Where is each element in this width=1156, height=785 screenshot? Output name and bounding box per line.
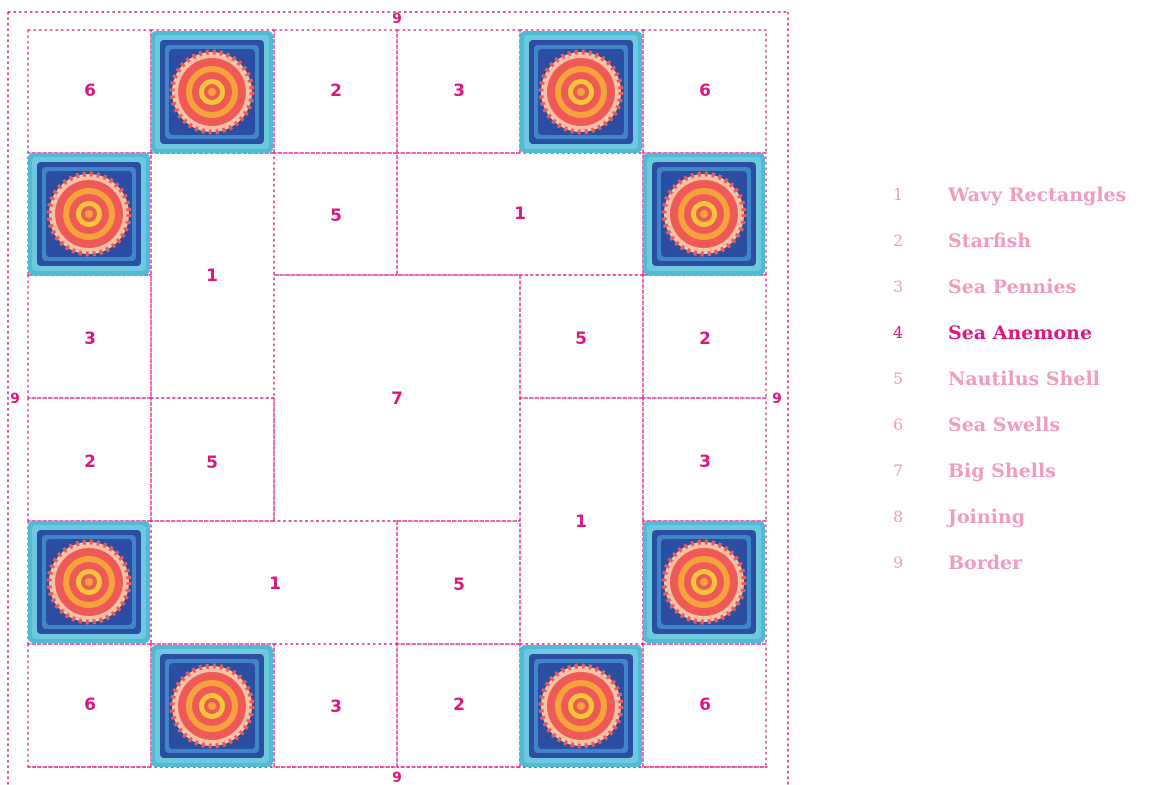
legend: 1 Wavy Rectangles 2 Starfish 3 Sea Penni… (893, 182, 1155, 596)
legend-label: Nautilus Shell (948, 366, 1100, 392)
legend-number: 7 (893, 458, 948, 484)
legend-number: 8 (893, 504, 948, 530)
legend-label: Joining (948, 504, 1025, 530)
border-label-bottom: 9 (392, 770, 402, 785)
legend-item-2: 2 Starfish (893, 228, 1155, 274)
blanket-layout-diagram: 9 9 9 9 6 2 3 6 5 1 1 3 5 2 7 2 5 3 1 1 … (0, 0, 800, 785)
legend-item-1: 1 Wavy Rectangles (893, 182, 1155, 228)
sea-anemone-tile (643, 153, 765, 275)
sea-anemone-tile (151, 645, 273, 767)
cell-label: 5 (453, 575, 465, 595)
legend-number: 4 (893, 320, 948, 346)
cell-label: 6 (84, 695, 96, 715)
border-label-left: 9 (10, 391, 20, 407)
sea-anemone-tile (520, 31, 642, 153)
cell-label: 3 (699, 452, 711, 472)
cell-label: 1 (206, 266, 218, 286)
cell-label: 1 (269, 574, 281, 594)
legend-label: Border (948, 550, 1022, 576)
sea-anemone-tile (151, 31, 273, 153)
cell-label: 5 (330, 206, 342, 226)
legend-item-3: 3 Sea Pennies (893, 274, 1155, 320)
legend-item-5: 5 Nautilus Shell (893, 366, 1155, 412)
legend-label: Sea Swells (948, 412, 1060, 438)
legend-item-7: 7 Big Shells (893, 458, 1155, 504)
legend-item-8: 8 Joining (893, 504, 1155, 550)
legend-label: Wavy Rectangles (948, 182, 1126, 208)
cell-label: 2 (699, 329, 711, 349)
legend-number: 1 (893, 182, 948, 208)
cell-label: 2 (84, 452, 96, 472)
legend-number: 6 (893, 412, 948, 438)
legend-number: 9 (893, 550, 948, 576)
legend-number: 5 (893, 366, 948, 392)
sea-anemone-tile (643, 521, 765, 643)
legend-item-4: 4 Sea Anemone (893, 320, 1155, 366)
sea-anemone-tile (520, 645, 642, 767)
legend-label: Sea Pennies (948, 274, 1076, 300)
cell-label: 3 (330, 697, 342, 717)
cell-label: 5 (206, 453, 218, 473)
cell-label: 6 (699, 695, 711, 715)
cell-label: 1 (575, 512, 587, 532)
cell-label: 5 (575, 329, 587, 349)
cell-label: 2 (453, 695, 465, 715)
cell-label: 2 (330, 81, 342, 101)
legend-number: 3 (893, 274, 948, 300)
legend-label: Sea Anemone (948, 320, 1092, 346)
legend-item-9: 9 Border (893, 550, 1155, 596)
sea-anemone-tile (28, 521, 150, 643)
cell-label: 1 (514, 204, 526, 224)
legend-label: Big Shells (948, 458, 1056, 484)
cell-label: 3 (453, 81, 465, 101)
cell-label: 6 (84, 81, 96, 101)
cell-label: 7 (391, 389, 403, 409)
legend-number: 2 (893, 228, 948, 254)
sea-anemone-tile (28, 153, 150, 275)
border-label-right: 9 (772, 391, 782, 407)
border-label-top: 9 (392, 11, 402, 27)
legend-item-6: 6 Sea Swells (893, 412, 1155, 458)
cell-label: 6 (699, 81, 711, 101)
legend-label: Starfish (948, 228, 1031, 254)
cell-label: 3 (84, 329, 96, 349)
